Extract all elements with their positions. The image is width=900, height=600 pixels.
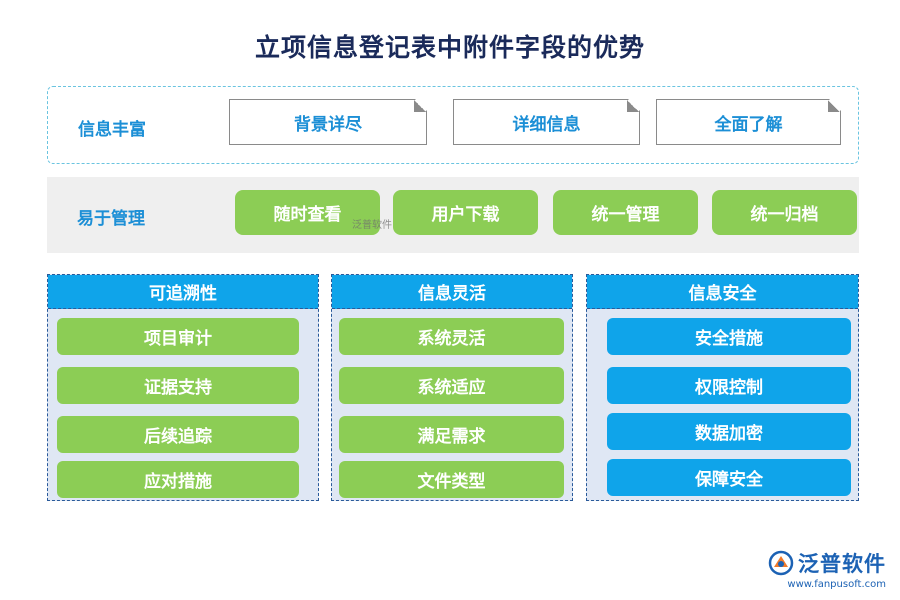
column-item: 项目审计 bbox=[57, 318, 299, 355]
easy-manage-label: 易于管理 bbox=[77, 209, 145, 229]
column-header: 信息安全 bbox=[587, 275, 858, 309]
column-item: 安全措施 bbox=[607, 318, 851, 355]
info-rich-label: 信息丰富 bbox=[78, 120, 146, 140]
watermark-text: 泛普软件 bbox=[352, 220, 392, 231]
brand-logo: 泛普软件 www.fanpusoft.com bbox=[768, 548, 886, 590]
easy-manage-panel: 易于管理 随时查看 用户下载 统一管理 统一归档 泛普软件 bbox=[47, 177, 859, 253]
column-security: 信息安全 安全措施 权限控制 数据加密 保障安全 bbox=[586, 274, 859, 501]
info-rich-item-1: 背景详尽 bbox=[229, 99, 427, 145]
info-rich-panel: 信息丰富 背景详尽 详细信息 全面了解 bbox=[47, 86, 859, 164]
column-item: 系统适应 bbox=[339, 367, 564, 404]
column-item: 满足需求 bbox=[339, 416, 564, 453]
info-rich-item-3: 全面了解 bbox=[656, 99, 841, 145]
column-item: 保障安全 bbox=[607, 459, 851, 496]
info-rich-item-2: 详细信息 bbox=[453, 99, 640, 145]
easy-manage-item-4: 统一归档 bbox=[712, 190, 857, 235]
column-item: 数据加密 bbox=[607, 413, 851, 450]
easy-manage-item-2: 用户下载 bbox=[393, 190, 538, 235]
column-item: 后续追踪 bbox=[57, 416, 299, 453]
column-header: 信息灵活 bbox=[332, 275, 572, 309]
column-flexibility: 信息灵活 系统灵活 系统适应 满足需求 文件类型 bbox=[331, 274, 573, 501]
easy-manage-item-3: 统一管理 bbox=[553, 190, 698, 235]
column-header: 可追溯性 bbox=[48, 275, 318, 309]
easy-manage-item-1: 随时查看 bbox=[235, 190, 380, 235]
column-item: 文件类型 bbox=[339, 461, 564, 498]
column-item: 应对措施 bbox=[57, 461, 299, 498]
brand-name: 泛普软件 bbox=[798, 552, 886, 576]
page-title: 立项信息登记表中附件字段的优势 bbox=[254, 33, 645, 62]
column-item: 证据支持 bbox=[57, 367, 299, 404]
column-traceability: 可追溯性 项目审计 证据支持 后续追踪 应对措施 bbox=[47, 274, 319, 501]
fanpu-logo-icon bbox=[768, 550, 794, 576]
column-item: 系统灵活 bbox=[339, 318, 564, 355]
column-item: 权限控制 bbox=[607, 367, 851, 404]
brand-url: www.fanpusoft.com bbox=[787, 579, 886, 590]
